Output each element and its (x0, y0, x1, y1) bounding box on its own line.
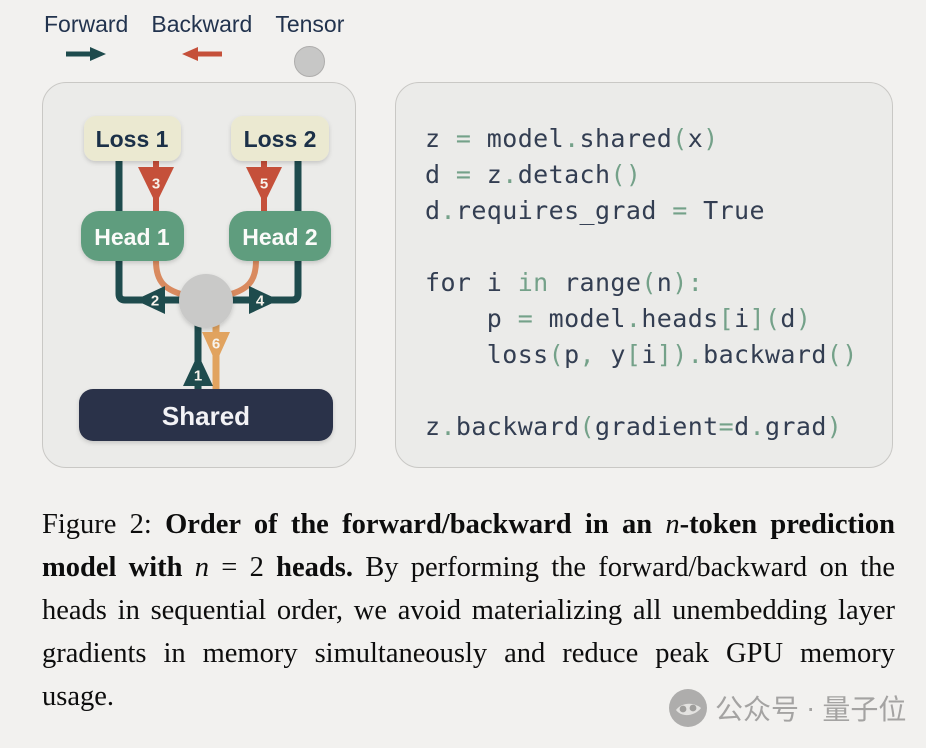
head1-node (81, 211, 184, 261)
arrow-1-label: 1 (194, 368, 202, 385)
tensor-circle-icon (294, 46, 326, 77)
code-line: z.backward(gradient=d.grad) (425, 412, 843, 441)
arrow-5-label: 5 (260, 176, 268, 193)
watermark: 公众号 · 量子位 (668, 688, 906, 728)
legend-item-forward: Forward (44, 11, 128, 77)
watermark-name: 量子位 (822, 694, 907, 725)
arrow-5-head (246, 167, 282, 204)
arrow-2-label: 2 (151, 293, 159, 310)
code-block: z = model.shared(x) d = z.detach() d.requi… (425, 121, 882, 445)
loss2-label: Loss 2 (244, 126, 317, 152)
shared-label: Shared (162, 401, 250, 431)
mtp-flow-diagram: 3 5 2 4 1 6 Loss 1 Loss 2 Head 1 Head 2 … (79, 116, 333, 441)
arrow-1-head (183, 354, 213, 386)
arrow-6-label: 6 (212, 336, 220, 353)
caption-segment: -token prediction model with (42, 509, 895, 583)
caption-segment: Order of the forward/backward in an (165, 509, 666, 540)
loss2-node (231, 116, 329, 161)
arrow-3-label: 3 (152, 176, 160, 193)
arrowheads: 3 5 2 4 1 6 (135, 167, 282, 386)
caption-segment: = 2 (209, 552, 277, 583)
loss1-label: Loss 1 (96, 126, 169, 152)
diagram-panel: 3 5 2 4 1 6 Loss 1 Loss 2 Head 1 Head 2 … (42, 82, 356, 468)
arrow-2-head (135, 286, 165, 314)
code-line (425, 373, 882, 409)
caption-segment: By performing the forward/backward on th… (42, 552, 896, 712)
backward-arrow-icon (181, 47, 222, 61)
watermark-logo-icon (669, 689, 707, 727)
legend-label-backward: Backward (151, 11, 253, 37)
caption-segment: Figure 2: (42, 509, 166, 540)
code-panel: z = model.shared(x) d = z.detach() d.requi… (395, 82, 893, 468)
watermark-separator: · (806, 692, 816, 723)
head2-label: Head 2 (242, 224, 317, 250)
forward-arrow-icon (66, 47, 107, 61)
watermark-prefix: 公众号 (715, 694, 800, 725)
code-line (425, 229, 882, 265)
tensor-node (179, 274, 233, 328)
caption-segment: n (665, 509, 680, 540)
arrow-6-head (202, 332, 230, 363)
arrow-3-head (138, 167, 174, 204)
figure-caption: Figure 2: Order of the forward/backward … (42, 503, 895, 718)
arrow-4-label: 4 (256, 293, 265, 310)
shared-node (79, 389, 333, 441)
legend: Forward Backward Tensor (44, 11, 344, 77)
head2-node (229, 211, 331, 261)
legend-label-forward: Forward (44, 11, 129, 37)
legend-item-backward: Backward (151, 11, 252, 77)
code-line: d = z.detach() (425, 160, 642, 189)
caption-segment: n (194, 552, 210, 583)
code-line: for i in range(n): (425, 268, 704, 297)
diagram-nodes: Loss 1 Loss 2 Head 1 Head 2 Shared (79, 116, 333, 441)
legend-label-tensor: Tensor (275, 11, 345, 37)
code-line: p = model.heads[i](d) (425, 304, 812, 333)
legend-item-tensor: Tensor (275, 11, 344, 77)
arrow-4-head (249, 286, 279, 314)
code-line: z = model.shared(x) (425, 124, 719, 153)
code-line: loss(p, y[i]).backward() (425, 340, 858, 369)
loss1-node (84, 116, 181, 161)
head1-label: Head 1 (94, 224, 170, 250)
caption-segment: heads. (276, 552, 353, 583)
code-line: d.requires_grad = True (425, 196, 765, 225)
